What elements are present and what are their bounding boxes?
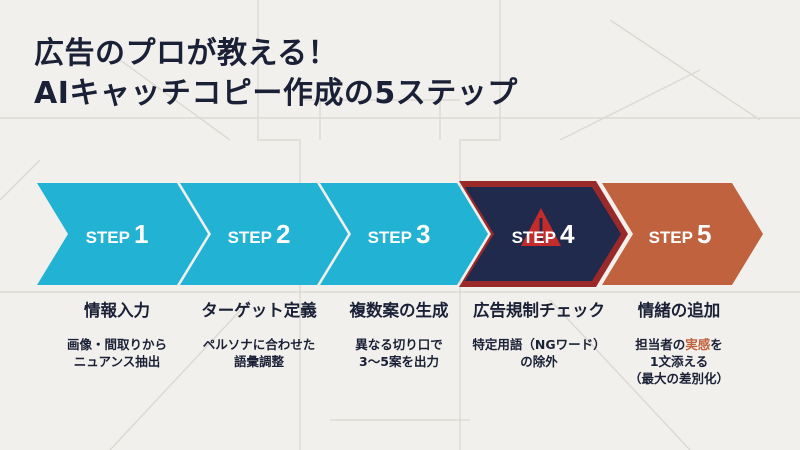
step-5-text: 情緒の追加 担当者の実感を 1文添える （最大の差別化）: [604, 300, 754, 387]
step-3-desc-line-1: 異なる切り口で: [355, 337, 443, 352]
step-5-desc-line-3: （最大の差別化）: [628, 371, 729, 386]
step-4-desc: 特定用語（NGワード） の除外: [464, 336, 614, 370]
step-3-name: 複数案の生成: [349, 301, 449, 320]
step-4-desc-line-2: の除外: [520, 354, 558, 369]
step-1-desc: 画像・間取りから ニュアンス抽出: [42, 336, 192, 370]
title-line-2: AIキャッチコピー作成の5ステップ: [34, 76, 518, 111]
step-5-desc-pre: 担当者の: [635, 337, 686, 352]
step-4-desc-line-1: 特定用語（NGワード）: [472, 337, 606, 352]
step-2-desc-line-2: 語彙調整: [233, 354, 284, 369]
step-4-name: 広告規制チェック: [473, 301, 605, 320]
warning-triangle-icon: [521, 208, 561, 246]
step-4-text: 広告規制チェック 特定用語（NGワード） の除外: [464, 300, 614, 370]
step-3-desc: 異なる切り口で 3〜5案を出力: [324, 336, 474, 370]
step-1-text: 情報入力 画像・間取りから ニュアンス抽出: [42, 300, 192, 370]
page-title: 広告のプロが教える！ AIキャッチコピー作成の5ステップ: [34, 34, 518, 114]
step-3-text: 複数案の生成 異なる切り口で 3〜5案を出力: [324, 300, 474, 370]
step-1-desc-line-1: 画像・間取りから: [66, 337, 167, 352]
step-5-desc-line-1: 担当者の実感を: [604, 336, 754, 353]
title-line-1: 広告のプロが教える！: [34, 36, 339, 71]
step-5-desc-highlight: 実感: [685, 337, 711, 352]
step-5-name: 情緒の追加: [637, 301, 721, 320]
step-2-desc: ペルソナに合わせた 語彙調整: [184, 336, 334, 370]
step-5-desc: 担当者の実感を 1文添える （最大の差別化）: [604, 336, 754, 387]
step-2-name: ターゲット定義: [201, 301, 317, 320]
step-2-text: ターゲット定義 ペルソナに合わせた 語彙調整: [184, 300, 334, 370]
step-1-desc-line-2: ニュアンス抽出: [73, 354, 161, 369]
step-2-desc-line-1: ペルソナに合わせた: [202, 337, 316, 352]
step-5-desc-line-2: 1文添える: [649, 354, 709, 369]
step-1-name: 情報入力: [84, 301, 150, 320]
step-3-desc-line-2: 3〜5案を出力: [359, 354, 439, 369]
step-5-desc-post: を: [710, 337, 723, 352]
